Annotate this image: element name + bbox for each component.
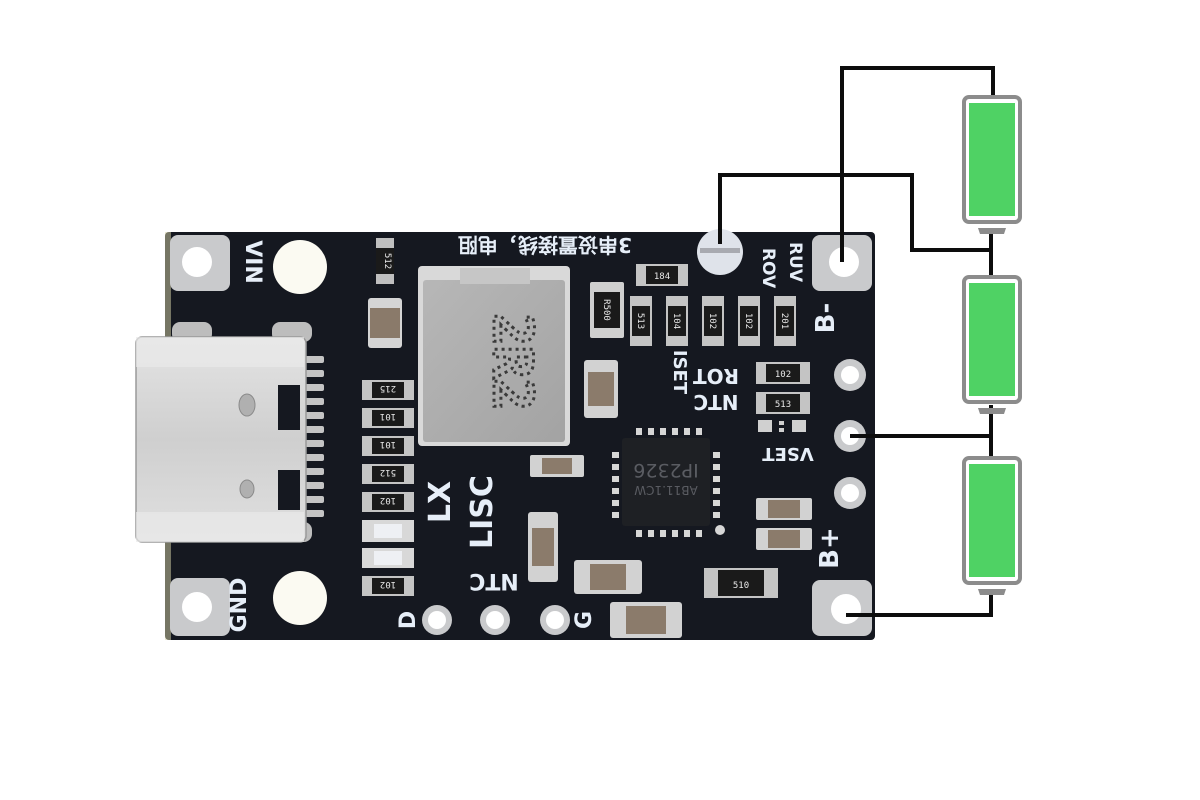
label-ntc-bottom: NTC xyxy=(469,568,519,593)
resistor-code: 512 xyxy=(382,253,392,269)
resistor-201: 201 xyxy=(774,296,796,346)
ic-ip2326: AB11.1CW IP2326 xyxy=(612,428,725,537)
battery-terminal xyxy=(978,228,1006,234)
label-vset: VSET xyxy=(762,443,814,464)
inductor-marking: 2R2 xyxy=(481,313,544,411)
battery-cell-2 xyxy=(962,275,1022,414)
svg-text:513: 513 xyxy=(635,313,645,329)
left-resistor-column: 512 215 101 101 512 102 102 xyxy=(362,238,414,596)
battery-terminal xyxy=(978,408,1006,414)
label-d: D xyxy=(396,611,421,629)
svg-text:510: 510 xyxy=(733,581,749,591)
pad-cell-1[interactable] xyxy=(834,359,866,391)
wiring xyxy=(718,66,995,617)
pad-d[interactable] xyxy=(422,605,452,635)
mounting-hole-top xyxy=(273,240,327,294)
resistor-102-a: 102 xyxy=(362,492,414,512)
battery-cell-1 xyxy=(962,95,1022,234)
svg-text:101: 101 xyxy=(380,439,396,449)
right-resistor-pair: 102 513 510 xyxy=(704,362,810,598)
svg-text:102: 102 xyxy=(775,370,791,380)
label-g: G xyxy=(572,611,597,629)
wire-b-minus-to-top-cell xyxy=(840,66,995,262)
svg-text:215: 215 xyxy=(380,383,396,393)
resistor-101-a: 101 xyxy=(362,408,414,428)
resistor-513-right: 513 xyxy=(756,392,810,414)
led-1 xyxy=(362,520,414,542)
resistor-513-top: 513 xyxy=(630,296,652,346)
round-component xyxy=(697,229,743,275)
svg-text:102: 102 xyxy=(707,313,717,329)
svg-text:201: 201 xyxy=(779,313,789,329)
capacitors xyxy=(528,360,812,638)
svg-text:102: 102 xyxy=(380,495,396,505)
svg-text:104: 104 xyxy=(671,313,681,329)
resistor-102-top-b: 102 xyxy=(738,296,760,346)
resistor-101-b: 101 xyxy=(362,436,414,456)
resistor-102-right: 102 xyxy=(756,362,810,384)
resistor-102-b: 102 xyxy=(362,576,414,596)
label-lx: LX xyxy=(423,481,458,523)
battery-terminal xyxy=(978,589,1006,595)
svg-text:102: 102 xyxy=(380,579,396,589)
battery-charge-fill xyxy=(969,283,1015,396)
chip-marking-line-2: AB11.1CW xyxy=(634,483,698,497)
svg-text:102: 102 xyxy=(743,313,753,329)
label-iset: ISET xyxy=(669,350,690,395)
label-gnd: GND xyxy=(227,578,252,633)
inductor: 2R2 xyxy=(418,266,570,446)
label-rot: ROT xyxy=(693,364,739,388)
battery-charge-fill xyxy=(969,103,1015,216)
usb-c-connector xyxy=(135,322,324,543)
top-resistor-row: R500 513 104 102 102 201 184 xyxy=(590,264,796,346)
resistor-184: 184 xyxy=(636,264,688,286)
label-ntc-right: NTC xyxy=(693,390,738,414)
resistor-102-top-a: 102 xyxy=(702,296,724,346)
resistor-104: 104 xyxy=(666,296,688,346)
label-b-minus: B- xyxy=(811,303,841,334)
label-vin: VIN xyxy=(240,240,265,284)
resistor-215: 215 xyxy=(362,380,414,400)
pad-b-plus[interactable] xyxy=(812,580,872,636)
wire-balance-1 xyxy=(718,173,991,252)
battery-cell-3 xyxy=(962,456,1022,595)
pad-ntc[interactable] xyxy=(480,605,510,635)
svg-text:512: 512 xyxy=(380,467,396,477)
resistor-510: 510 xyxy=(704,568,778,598)
pad-cell-3[interactable] xyxy=(834,477,866,509)
resistor-top-512: 512 xyxy=(376,238,394,284)
resistor-512: 512 xyxy=(362,464,414,484)
svg-text:184: 184 xyxy=(654,272,670,282)
vset-jumper xyxy=(758,420,806,432)
svg-text:101: 101 xyxy=(380,411,396,421)
mounting-hole-bottom xyxy=(273,571,327,625)
label-config-note: 3串设置接线，电阻 xyxy=(458,233,632,257)
battery-pack xyxy=(962,95,1022,595)
svg-text:R500: R500 xyxy=(601,299,611,321)
svg-text:513: 513 xyxy=(775,400,791,410)
wire-b-plus-to-bottom-cell xyxy=(846,593,993,617)
led-2 xyxy=(362,548,414,568)
pad-vin[interactable] xyxy=(170,235,230,291)
label-lisc: LISC xyxy=(465,475,500,549)
label-b-plus: B+ xyxy=(815,527,845,569)
label-rov: ROV xyxy=(758,248,778,289)
battery-charge-fill xyxy=(969,464,1015,577)
label-ruv: RUV xyxy=(785,242,805,283)
resistor-r500: R500 xyxy=(590,282,624,338)
pad-gnd[interactable] xyxy=(170,578,230,636)
chip-marking-line-1: IP2326 xyxy=(633,459,698,481)
pad-g[interactable] xyxy=(540,605,570,635)
